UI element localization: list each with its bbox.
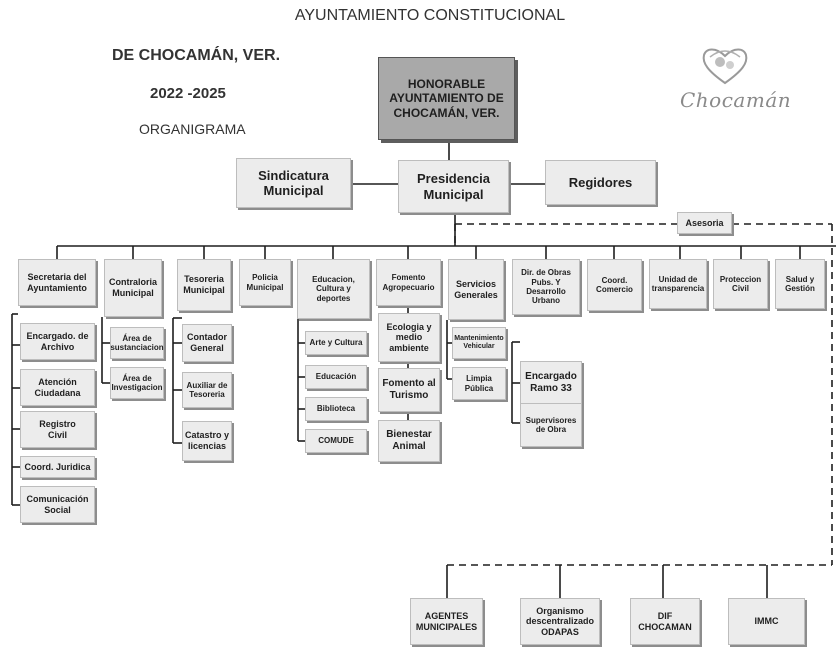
dept-policia: Policia Municipal [239, 259, 291, 306]
dept-comercio: Coord. Comercio [587, 259, 642, 311]
dept-salud: Salud y Gestión [775, 259, 825, 309]
municipality-title: DE CHOCAMÁN, VER. [112, 47, 281, 64]
bienestar-animal-box: Bienestar Animal [378, 420, 440, 462]
dept-proteccion: Proteccion Civil [713, 259, 768, 309]
agentes-municipales-box: AGENTES MUNICIPALES [410, 598, 483, 645]
arte-cultura-box: Arte y Cultura [305, 331, 367, 355]
sindicatura-box: Sindicatura Municipal [236, 158, 351, 208]
dept-transparencia: Unidad de transparencia [649, 259, 707, 309]
area-sustanciacion-box: Área de sustanciacion [110, 327, 164, 359]
comude-box: COMUDE [305, 429, 367, 453]
dept-servicios: Servicios Generales [448, 259, 504, 320]
immc-box: IMMC [728, 598, 805, 645]
dept-obras: Dir. de Obras Pubs. Y Desarrollo Urbano [512, 259, 580, 315]
dept-tesoreria: Tesoreria Municipal [177, 259, 231, 311]
dept-educacion: Educacion, Cultura y deportes [297, 259, 370, 319]
honorable-ayuntamiento-box: HONORABLE AYUNTAMIENTO DE CHOCAMÁN, VER. [378, 57, 515, 140]
area-investigacion-box: Área de Investigacion [110, 367, 164, 399]
educacion-child-box: Educación [305, 365, 367, 389]
regidores-box: Regidores [545, 160, 656, 205]
presidencia-box: Presidencia Municipal [398, 160, 509, 213]
mantenimiento-vehicular-box: Mantenimiento Vehicular [452, 327, 506, 359]
registro-civil-box: Registro Civil [20, 411, 95, 448]
heart-logo-icon [702, 48, 748, 85]
page-title: AYUNTAMIENTO CONSTITUCIONAL [294, 7, 566, 24]
dif-box: DIF CHOCAMAN [630, 598, 700, 645]
dept-secretaria: Secretaria del Ayuntamiento [18, 259, 96, 306]
encargado-archivo-box: Encargado. de Archivo [20, 323, 95, 360]
dept-contraloria: Contraloria Municipal [104, 259, 162, 317]
period-title: 2022 -2025 [150, 85, 226, 102]
encargado-ramo33-box: Encargado Ramo 33 [520, 361, 582, 405]
fomento-turismo-box: Fomento al Turismo [378, 368, 440, 412]
atencion-ciudadana-box: Atención Ciudadana [20, 369, 95, 406]
auxiliar-tesoreria-box: Auxiliar de Tesoreria [182, 372, 232, 408]
biblioteca-box: Biblioteca [305, 397, 367, 421]
ecologia-box: Ecologia y medio ambiente [378, 313, 440, 362]
catastro-licencias-box: Catastro y licencias [182, 421, 232, 461]
dept-fomento: Fomento Agropecuario [376, 259, 441, 306]
odapas-box: Organismo descentralizado ODAPAS [520, 598, 600, 645]
contador-general-box: Contador General [182, 324, 232, 362]
limpia-publica-box: Limpia Pública [452, 367, 506, 400]
asesoria-box: Asesoria [677, 212, 732, 234]
document-type: ORGANIGRAMA [139, 121, 246, 137]
coord-juridica-box: Coord. Juridica [20, 456, 95, 478]
supervisores-obra-box: Supervisores de Obra [520, 403, 582, 447]
comunicacion-social-box: Comunicación Social [20, 486, 95, 523]
